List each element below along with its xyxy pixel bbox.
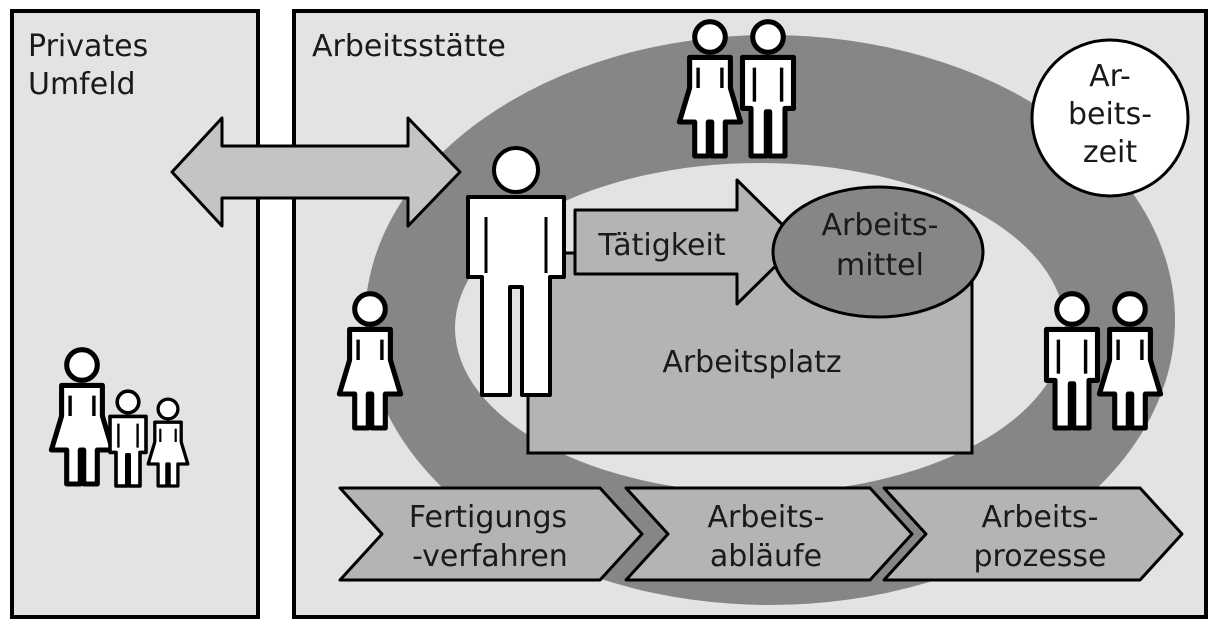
private-panel-title-line2: Umfeld <box>28 67 136 102</box>
worktime-label-line1: Ar- <box>1089 59 1131 94</box>
person-icon <box>466 146 566 397</box>
process-step-3-line1: Arbeits- <box>982 500 1099 535</box>
process-step-3 <box>882 486 1184 582</box>
tools-label-line2: mittel <box>836 248 924 283</box>
worktime-label-line2: beits- <box>1068 97 1152 132</box>
workplace-label: Arbeitsplatz <box>662 345 841 380</box>
activity-arrow <box>573 178 802 306</box>
private-panel <box>10 9 260 619</box>
process-step-1-line1: Fertigungs <box>409 500 567 535</box>
worktime-circle <box>1030 38 1190 198</box>
worktime-label-line3: zeit <box>1083 135 1138 170</box>
tools-ellipse <box>771 185 985 319</box>
process-step-2 <box>624 486 914 582</box>
process-step-1 <box>338 486 644 582</box>
double-arrow-icon <box>170 116 462 228</box>
work-panel-title: Arbeitsstätte <box>312 29 506 64</box>
process-step-3-line2: prozesse <box>974 539 1107 574</box>
process-step-2-line1: Arbeits- <box>708 500 825 535</box>
process-step-1-line2: -verfahren <box>412 539 568 574</box>
activity-label: Tätigkeit <box>597 228 725 263</box>
process-step-2-line2: abläufe <box>710 539 822 574</box>
private-panel-title-line1: Privates <box>28 29 148 64</box>
tools-label-line1: Arbeits- <box>822 208 939 243</box>
